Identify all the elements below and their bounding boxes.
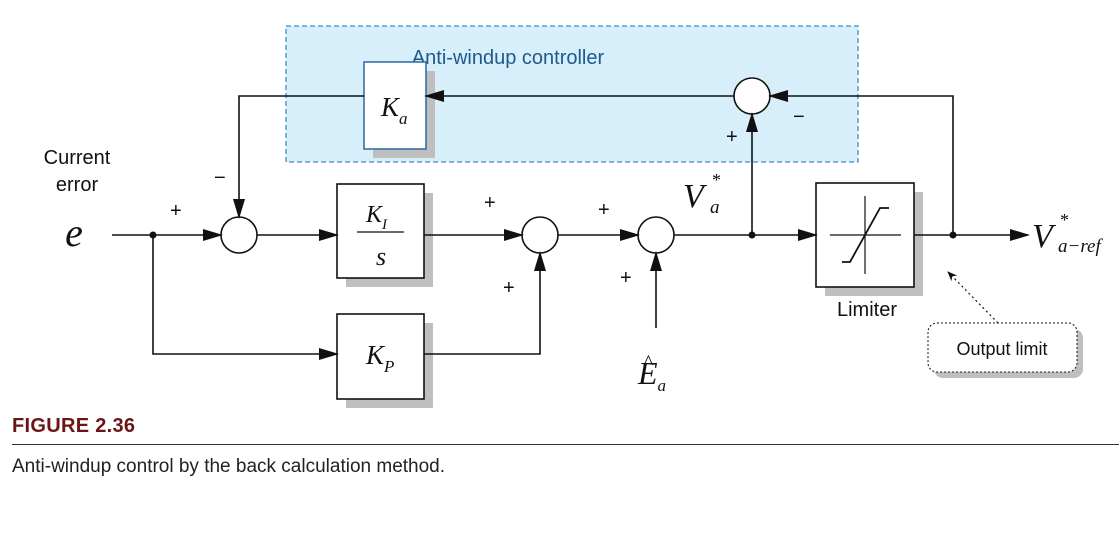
kp-symbol: K (365, 340, 386, 370)
input-symbol: e (65, 210, 83, 255)
svg-text:KI: KI (365, 202, 388, 233)
va-ref-label: V*a−ref (1032, 210, 1103, 257)
sign-sum4-bottom: + (726, 126, 738, 148)
branch-node-va-ref (949, 231, 957, 239)
output-limit-callout: Output limit (927, 271, 1083, 378)
limiter-block (815, 182, 923, 296)
figure-label: FIGURE 2.36 (12, 415, 136, 437)
branch-node-error (149, 231, 157, 239)
limiter-label: Limiter (837, 299, 897, 321)
block-diagram: Anti-windup controller Ka KI s KP Limite… (44, 25, 1103, 408)
ki-symbol: K (365, 202, 384, 228)
saturation-curve (842, 207, 889, 263)
signal-wires (112, 90, 1030, 360)
svg-text:KP: KP (365, 340, 394, 376)
anti-windup-title: Anti-windup controller (412, 47, 605, 69)
va-star-label: V*a (683, 170, 721, 218)
sum-junction-pi (521, 216, 559, 254)
sum-junction-antiwindup (733, 77, 771, 115)
va-ref-superscript: * (1060, 210, 1069, 230)
ea-hat-label: ^ Ea (637, 350, 666, 395)
sign-sum1-top: − (214, 167, 226, 189)
svg-text:Ea: Ea (637, 355, 666, 395)
ea-subscript: a (658, 376, 667, 395)
ki-subscript: I (381, 217, 388, 233)
input-caption-line2: error (56, 174, 99, 196)
junction-signs: − + + + + + + − (170, 106, 805, 299)
kp-subscript: P (383, 357, 394, 376)
figure-divider (12, 444, 1119, 445)
branch-node-va (748, 231, 756, 239)
sum-junction-feedforward (637, 216, 675, 254)
ka-symbol: K (380, 92, 401, 122)
sign-sum3-bottom: + (620, 267, 632, 289)
sign-sum4-right: − (793, 106, 805, 128)
input-caption-line1: Current (44, 147, 111, 169)
ka-subscript: a (399, 109, 408, 128)
ea-hat-accent: ^ (643, 350, 654, 374)
callout-text: Output limit (956, 339, 1047, 359)
sign-sum2-bottom: + (503, 277, 515, 299)
sign-sum2-left: + (484, 192, 496, 214)
va-star-subscript: a (710, 197, 720, 218)
va-ref-subscript: a−ref (1058, 236, 1103, 257)
ki-integrator-block: KI s (336, 183, 433, 287)
svg-text:Ka: Ka (380, 92, 408, 128)
figure-caption: Anti-windup control by the back calculat… (12, 456, 446, 477)
ki-denominator: s (376, 242, 386, 271)
ka-block: Ka (363, 61, 435, 158)
sign-sum3-left: + (598, 199, 610, 221)
sum-junction-error (220, 216, 258, 254)
sign-sum1-left: + (170, 200, 182, 222)
callout-pointer (947, 271, 999, 324)
va-star-superscript: * (712, 170, 721, 190)
kp-block: KP (336, 313, 433, 408)
